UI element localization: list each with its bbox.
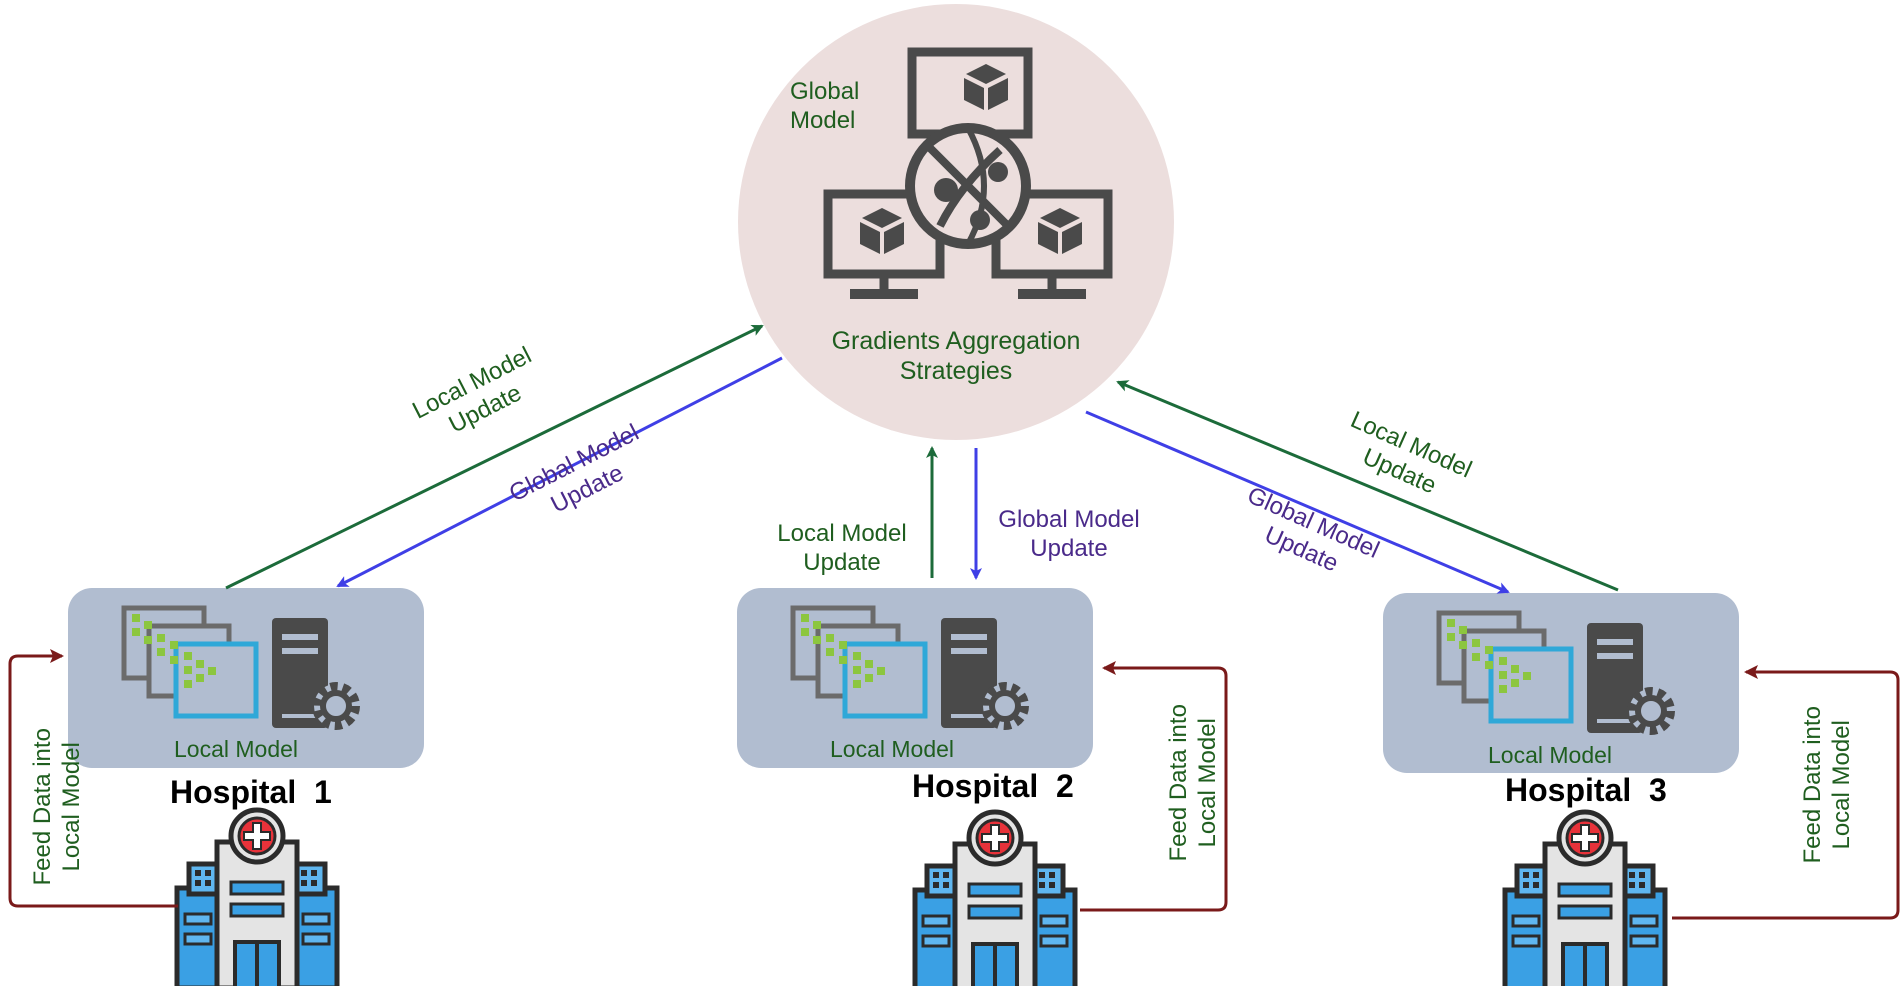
global-model-label-line2: Model bbox=[790, 106, 856, 134]
h2-local-update-line2: Update bbox=[803, 548, 881, 576]
h3-local-model-label: Local Model bbox=[1488, 742, 1613, 768]
hospital-2-title: Hospital 2 bbox=[912, 768, 1074, 804]
h2-feed-data-label: Feed Data into Local Model bbox=[1165, 673, 1223, 893]
global-model-label-line1: Global bbox=[790, 78, 860, 105]
hospital-1-icon bbox=[177, 810, 337, 986]
h2-local-model-label: Local Model bbox=[830, 736, 955, 762]
h1-feed-line2: Local Model bbox=[58, 742, 85, 872]
h3-local-update-arrow bbox=[1116, 380, 1619, 592]
hospital-2-icon bbox=[915, 812, 1075, 986]
global-model-label: Global Model bbox=[790, 78, 859, 136]
hospital-3-title: Hospital 3 bbox=[1505, 772, 1667, 808]
h2-global-update-line1: Global Model bbox=[998, 506, 1140, 533]
h2-local-update-line1: Local Model bbox=[777, 520, 907, 547]
h3-feed-data-label: Feed Data into Local Model bbox=[1799, 675, 1857, 895]
h3-feed-data-arrow bbox=[1672, 665, 1900, 920]
h2-feed-data-arrow bbox=[1080, 661, 1228, 912]
h2-local-update-label: Local Model Update bbox=[762, 520, 922, 578]
aggregation-label-line2: Strategies bbox=[899, 357, 1013, 385]
h2-feed-line2: Local Model bbox=[1194, 718, 1221, 848]
h1-feed-line1: Feed Data into bbox=[29, 728, 57, 886]
h1-global-update-arrow bbox=[336, 356, 783, 588]
h1-local-update-arrow bbox=[225, 324, 764, 590]
h1-local-model-label: Local Model bbox=[174, 736, 299, 762]
h3-feed-line1: Feed Data into bbox=[1799, 706, 1827, 864]
h2-feed-line1: Feed Data into bbox=[1165, 704, 1193, 862]
h3-global-update-arrow bbox=[1085, 410, 1510, 594]
h1-feed-data-arrow bbox=[8, 649, 178, 908]
hospital-1-title: Hospital 1 bbox=[170, 774, 332, 810]
aggregation-label: Gradients Aggregation Strategies bbox=[806, 326, 1106, 386]
h1-feed-data-label: Feed Data into Local Model bbox=[29, 697, 87, 917]
h2-global-update-line2: Update bbox=[1030, 534, 1108, 562]
aggregation-label-line1: Gradients Aggregation bbox=[831, 327, 1081, 355]
globe-icon bbox=[905, 123, 1031, 249]
cube-icons bbox=[860, 64, 1082, 254]
h2-global-update-label: Global Model Update bbox=[984, 506, 1154, 564]
h3-feed-line2: Local Model bbox=[1828, 720, 1855, 850]
hospital-3-icon bbox=[1505, 812, 1665, 986]
